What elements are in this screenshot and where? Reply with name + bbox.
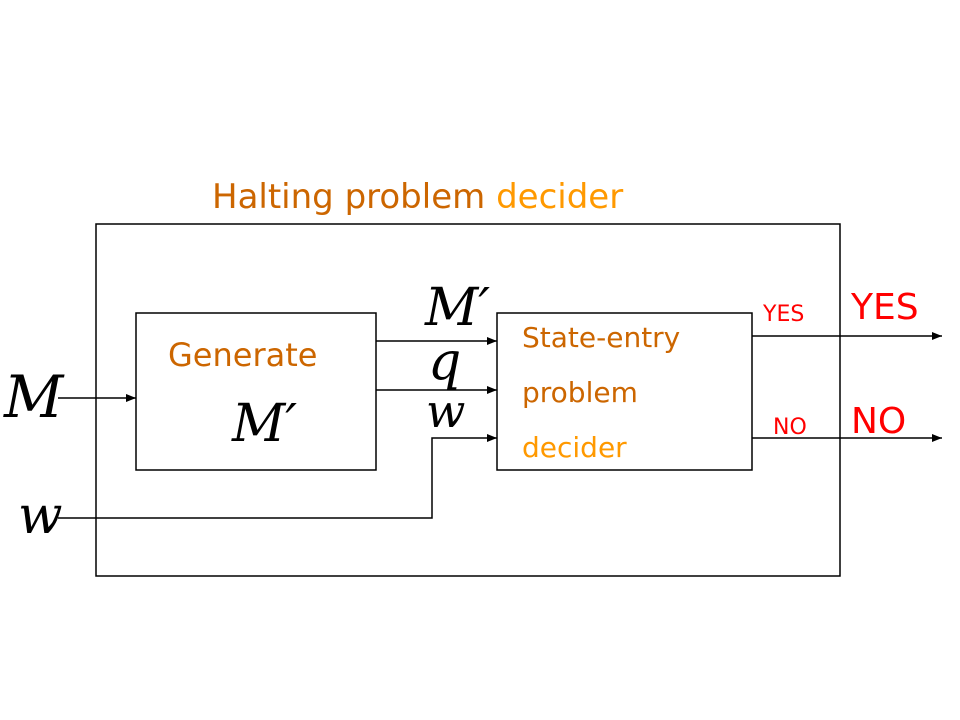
diagram-title: Halting problem decider bbox=[212, 180, 623, 214]
title-decider: decider bbox=[496, 177, 624, 217]
problem-label: problem bbox=[522, 376, 638, 409]
halting-decider-box bbox=[95, 223, 841, 577]
w-arrow bbox=[58, 434, 497, 519]
connector-w-label: w bbox=[426, 384, 466, 438]
no-output-label: NO bbox=[851, 401, 907, 442]
connector-m-prime-label: M′ bbox=[425, 278, 491, 338]
state-entry-box bbox=[496, 312, 753, 471]
state-entry-label: State-entry bbox=[522, 321, 681, 354]
input-m-label: M bbox=[4, 363, 64, 431]
title-halting-problem: Halting problem bbox=[212, 177, 486, 217]
input-w-label: w bbox=[18, 486, 63, 546]
connector-q-label: q bbox=[428, 332, 462, 392]
generate-box bbox=[135, 312, 377, 471]
decider-label: decider bbox=[522, 431, 627, 464]
yes-output-label: YES bbox=[851, 287, 919, 328]
generate-label: Generate bbox=[168, 336, 318, 374]
no-small-label: NO bbox=[773, 415, 807, 440]
yes-small-label: YES bbox=[763, 302, 805, 327]
generate-m-prime: M′ bbox=[232, 394, 298, 454]
